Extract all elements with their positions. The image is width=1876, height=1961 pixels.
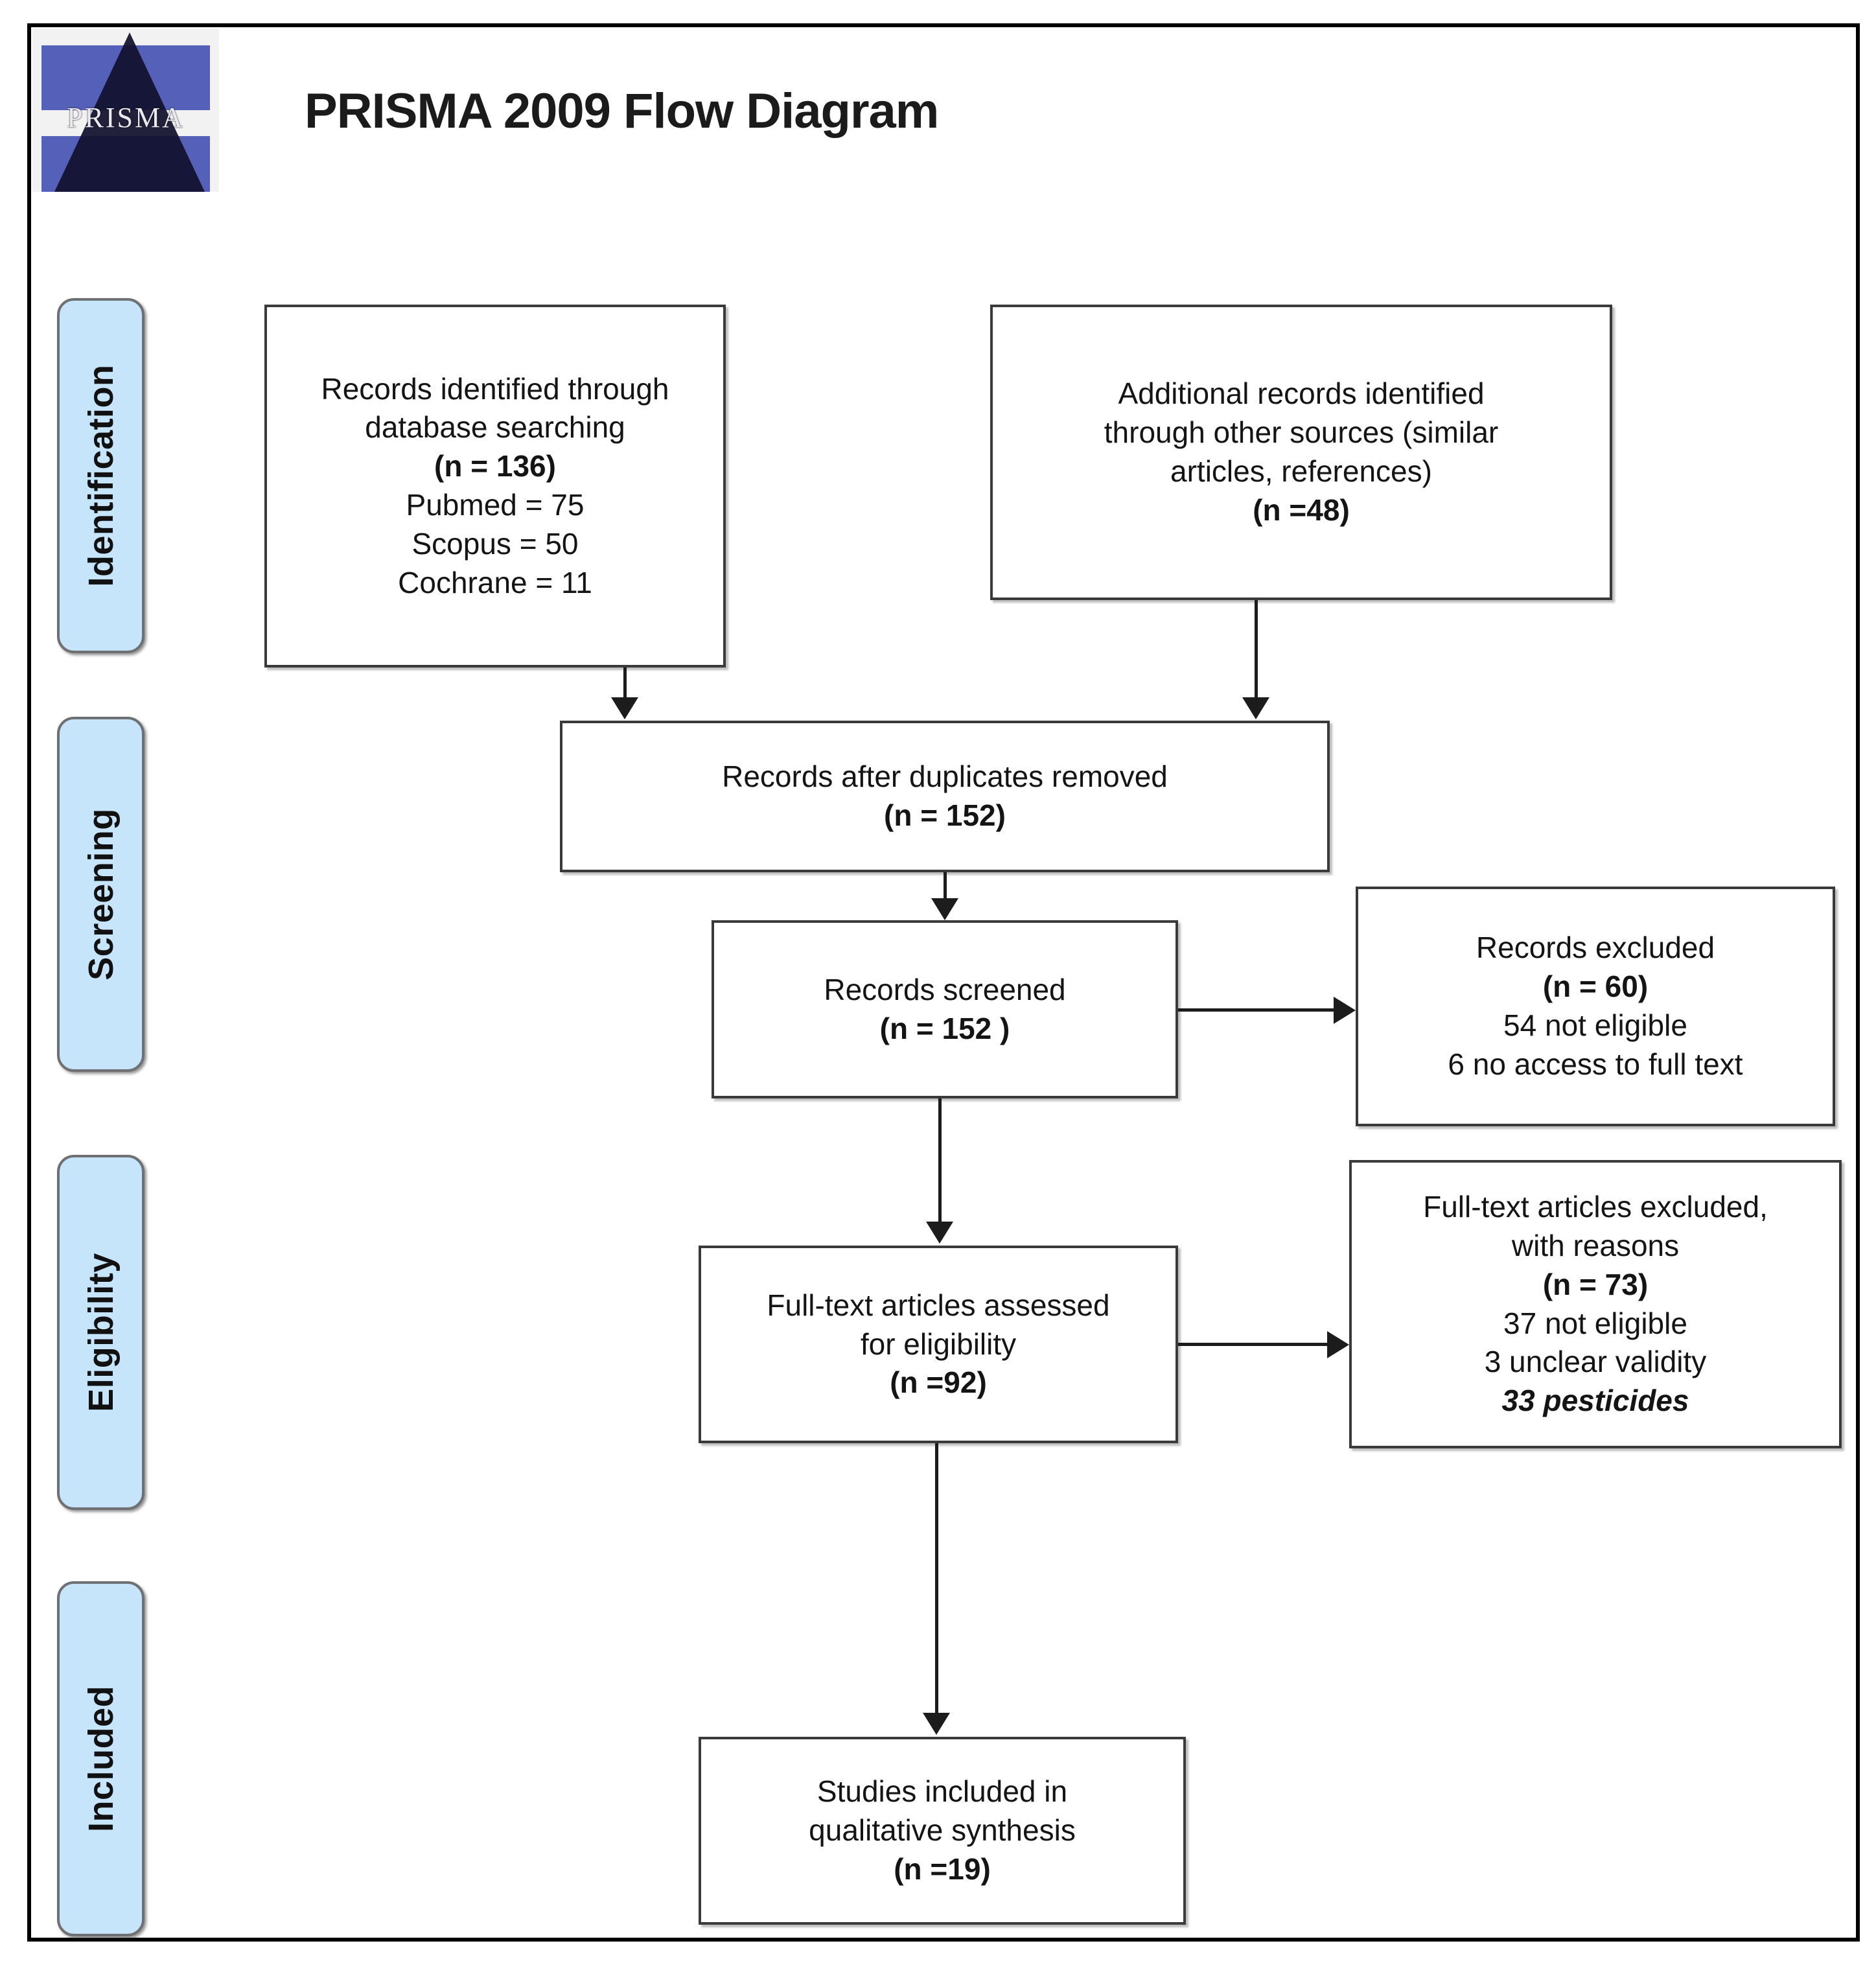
- node-line: qualitative synthesis: [809, 1813, 1076, 1848]
- node-count: (n = 152 ): [879, 1011, 1010, 1045]
- node-additional-records-other-sources: Additional records identified through ot…: [990, 305, 1612, 600]
- arrowhead-db-to-duplicates: [611, 697, 638, 719]
- node-count: (n =48): [1253, 493, 1350, 527]
- stage-tab-screening: Screening: [57, 717, 145, 1072]
- node-line: Records excluded: [1476, 931, 1715, 965]
- arrowhead-screened-to-excluded: [1334, 997, 1356, 1024]
- node-line: Additional records identified: [1118, 377, 1485, 411]
- node-fulltext-articles-excluded: Full-text articles excluded, with reason…: [1349, 1160, 1842, 1448]
- logo-wordmark: PRISMA: [67, 102, 185, 133]
- node-line: for eligibility: [860, 1327, 1017, 1361]
- node-line: Records identified through: [321, 371, 669, 406]
- node-line: Records after duplicates removed: [722, 760, 1168, 794]
- stage-label-included: Included: [81, 1685, 121, 1833]
- page-title: PRISMA 2009 Flow Diagram: [305, 84, 939, 139]
- node-records-identified-database: Records identified through database sear…: [264, 305, 726, 667]
- node-count: (n = 73): [1542, 1267, 1649, 1301]
- stage-tab-included: Included: [57, 1581, 145, 1936]
- connector-db-to-duplicates: [623, 667, 627, 697]
- node-line: 54 not eligible: [1503, 1008, 1687, 1042]
- node-line: Pubmed = 75: [406, 488, 585, 522]
- arrowhead-fulltext-to-included: [923, 1713, 950, 1735]
- node-line: with reasons: [1511, 1228, 1680, 1262]
- connector-screened-to-fulltext: [938, 1098, 942, 1222]
- connector-screened-to-excluded: [1178, 1008, 1334, 1012]
- stage-tab-eligibility: Eligibility: [57, 1155, 145, 1510]
- connector-duplicates-to-screened: [944, 872, 947, 898]
- node-count: (n =92): [890, 1365, 987, 1400]
- page-frame: [27, 23, 1860, 1942]
- node-records-excluded: Records excluded (n = 60) 54 not eligibl…: [1356, 887, 1835, 1126]
- node-records-after-duplicates-removed: Records after duplicates removed (n = 15…: [560, 721, 1330, 872]
- node-line: through other sources (similar: [1104, 415, 1499, 450]
- node-line: database searching: [365, 410, 625, 445]
- connector-fulltext-to-ftexcluded: [1178, 1343, 1327, 1346]
- node-line: Full-text articles excluded,: [1423, 1190, 1768, 1224]
- node-count: (n =19): [894, 1851, 991, 1886]
- arrowhead-other-to-duplicates: [1242, 697, 1269, 719]
- node-fulltext-articles-assessed: Full-text articles assessed for eligibil…: [699, 1246, 1178, 1443]
- connector-fulltext-to-included: [935, 1443, 938, 1713]
- stage-label-screening: Screening: [81, 808, 121, 981]
- logo-triangle: [54, 32, 205, 192]
- arrowhead-screened-to-fulltext: [926, 1222, 953, 1244]
- node-line: articles, references): [1170, 454, 1432, 488]
- node-records-screened: Records screened (n = 152 ): [712, 920, 1178, 1098]
- connector-other-to-duplicates: [1255, 600, 1258, 697]
- arrowhead-duplicates-to-screened: [931, 898, 958, 920]
- arrowhead-fulltext-to-ftexcluded: [1327, 1331, 1349, 1358]
- node-line: Records screened: [824, 972, 1066, 1006]
- stage-tab-identification: Identification: [57, 298, 145, 653]
- node-line-emphasis: 33 pesticides: [1501, 1384, 1689, 1418]
- node-line: Cochrane = 11: [398, 565, 592, 599]
- node-line: 3 unclear validity: [1484, 1345, 1707, 1379]
- node-studies-included-qualitative-synthesis: Studies included in qualitative synthesi…: [699, 1737, 1186, 1925]
- node-count: (n = 136): [434, 449, 556, 483]
- stage-label-eligibility: Eligibility: [81, 1253, 121, 1412]
- node-line: Studies included in: [816, 1774, 1068, 1809]
- node-line: 6 no access to full text: [1448, 1047, 1743, 1081]
- prisma-logo-icon: PRISMA: [32, 29, 219, 192]
- node-count: (n = 152): [884, 798, 1006, 832]
- node-line: 37 not eligible: [1503, 1306, 1687, 1340]
- node-count: (n = 60): [1542, 969, 1649, 1004]
- stage-label-identification: Identification: [81, 364, 121, 587]
- node-line: Scopus = 50: [411, 526, 579, 561]
- node-line: Full-text articles assessed: [767, 1288, 1110, 1322]
